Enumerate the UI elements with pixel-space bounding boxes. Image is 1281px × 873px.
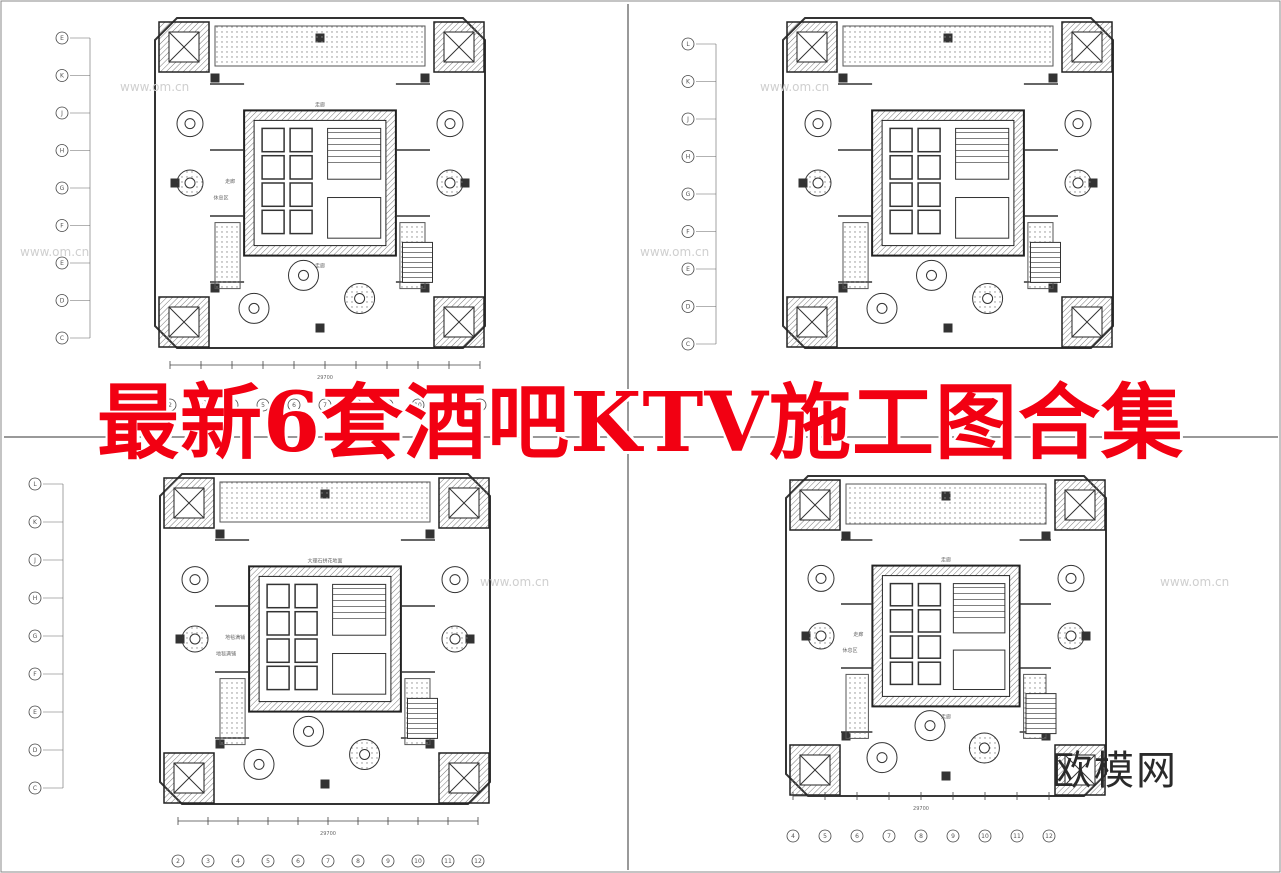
svg-text:F: F bbox=[33, 671, 37, 678]
svg-text:E: E bbox=[33, 709, 37, 716]
svg-text:H: H bbox=[33, 595, 38, 602]
svg-text:11: 11 bbox=[444, 858, 452, 865]
svg-text:4: 4 bbox=[230, 402, 234, 409]
svg-text:F: F bbox=[686, 229, 690, 236]
svg-text:地毯满铺: 地毯满铺 bbox=[216, 651, 236, 658]
svg-text:L: L bbox=[686, 41, 690, 48]
svg-text:8: 8 bbox=[356, 858, 360, 865]
svg-text:D: D bbox=[686, 304, 691, 311]
watermark: www.om.cn bbox=[120, 80, 190, 94]
svg-text:休息区: 休息区 bbox=[842, 647, 857, 654]
svg-text:5: 5 bbox=[266, 858, 270, 865]
svg-text:C: C bbox=[686, 341, 690, 348]
svg-text:走廊: 走廊 bbox=[315, 101, 325, 108]
svg-text:K: K bbox=[33, 519, 38, 526]
svg-text:D: D bbox=[33, 747, 38, 754]
svg-text:7: 7 bbox=[323, 402, 327, 409]
svg-text:J: J bbox=[60, 110, 63, 117]
svg-text:9: 9 bbox=[386, 858, 390, 865]
svg-text:5: 5 bbox=[823, 833, 827, 840]
svg-text:6: 6 bbox=[855, 833, 859, 840]
watermark: www.om.cn bbox=[20, 245, 90, 259]
svg-text:8: 8 bbox=[354, 402, 358, 409]
svg-text:29700: 29700 bbox=[317, 375, 333, 381]
svg-text:11: 11 bbox=[445, 402, 453, 409]
svg-text:走廊: 走廊 bbox=[941, 557, 951, 564]
svg-text:10: 10 bbox=[981, 833, 989, 840]
watermark: www.om.cn bbox=[480, 575, 550, 589]
svg-text:E: E bbox=[60, 260, 64, 267]
watermark: www.om.cn bbox=[760, 80, 830, 94]
svg-text:L: L bbox=[33, 481, 37, 488]
svg-text:H: H bbox=[60, 148, 65, 155]
svg-text:8: 8 bbox=[919, 833, 923, 840]
svg-text:D: D bbox=[60, 298, 65, 305]
svg-text:29700: 29700 bbox=[913, 806, 929, 812]
watermark: www.om.cn bbox=[640, 245, 710, 259]
headline-title: 最新6套酒吧KTV施工图合集 bbox=[97, 375, 1184, 471]
svg-text:3: 3 bbox=[206, 858, 210, 865]
svg-text:走廊: 走廊 bbox=[315, 263, 325, 270]
svg-text:2: 2 bbox=[168, 402, 172, 409]
svg-text:F: F bbox=[60, 223, 64, 230]
svg-text:7: 7 bbox=[887, 833, 891, 840]
svg-text:10: 10 bbox=[414, 858, 422, 865]
svg-text:2: 2 bbox=[176, 858, 180, 865]
svg-text:12: 12 bbox=[1045, 833, 1053, 840]
svg-text:G: G bbox=[60, 185, 65, 192]
svg-text:J: J bbox=[33, 557, 36, 564]
svg-text:6: 6 bbox=[292, 402, 296, 409]
svg-text:12: 12 bbox=[476, 402, 484, 409]
svg-text:走廊: 走廊 bbox=[941, 713, 951, 720]
svg-text:10: 10 bbox=[414, 402, 422, 409]
svg-text:7: 7 bbox=[326, 858, 330, 865]
watermark: www.om.cn bbox=[1160, 575, 1230, 589]
svg-text:5: 5 bbox=[261, 402, 265, 409]
svg-text:9: 9 bbox=[385, 402, 389, 409]
svg-text:C: C bbox=[33, 785, 37, 792]
svg-text:4: 4 bbox=[791, 833, 795, 840]
svg-text:E: E bbox=[60, 35, 64, 42]
svg-text:4: 4 bbox=[236, 858, 240, 865]
svg-text:C: C bbox=[60, 335, 64, 342]
svg-text:E: E bbox=[686, 266, 690, 273]
svg-text:走廊: 走廊 bbox=[225, 178, 235, 185]
brand-logo-text: 欧模网 bbox=[1052, 748, 1178, 794]
svg-text:3: 3 bbox=[199, 402, 203, 409]
svg-text:G: G bbox=[686, 191, 691, 198]
svg-text:K: K bbox=[60, 73, 65, 80]
floor-plan-drawing: L K J H G F E D C bbox=[681, 17, 1114, 351]
svg-text:地毯满铺: 地毯满铺 bbox=[225, 634, 245, 641]
svg-text:H: H bbox=[686, 154, 691, 161]
svg-text:6: 6 bbox=[296, 858, 300, 865]
svg-text:休息区: 休息区 bbox=[213, 195, 228, 202]
svg-text:9: 9 bbox=[951, 833, 955, 840]
svg-text:大理石拼花地面: 大理石拼花地面 bbox=[307, 557, 342, 564]
svg-text:走廊: 走廊 bbox=[853, 631, 863, 638]
svg-text:11: 11 bbox=[1013, 833, 1021, 840]
svg-text:G: G bbox=[33, 633, 38, 640]
svg-text:K: K bbox=[686, 79, 691, 86]
svg-text:J: J bbox=[686, 116, 689, 123]
floor-plan-2: L K J H G F E D C bbox=[628, 0, 1281, 436]
svg-text:29700: 29700 bbox=[320, 831, 336, 837]
svg-text:12: 12 bbox=[474, 858, 482, 865]
